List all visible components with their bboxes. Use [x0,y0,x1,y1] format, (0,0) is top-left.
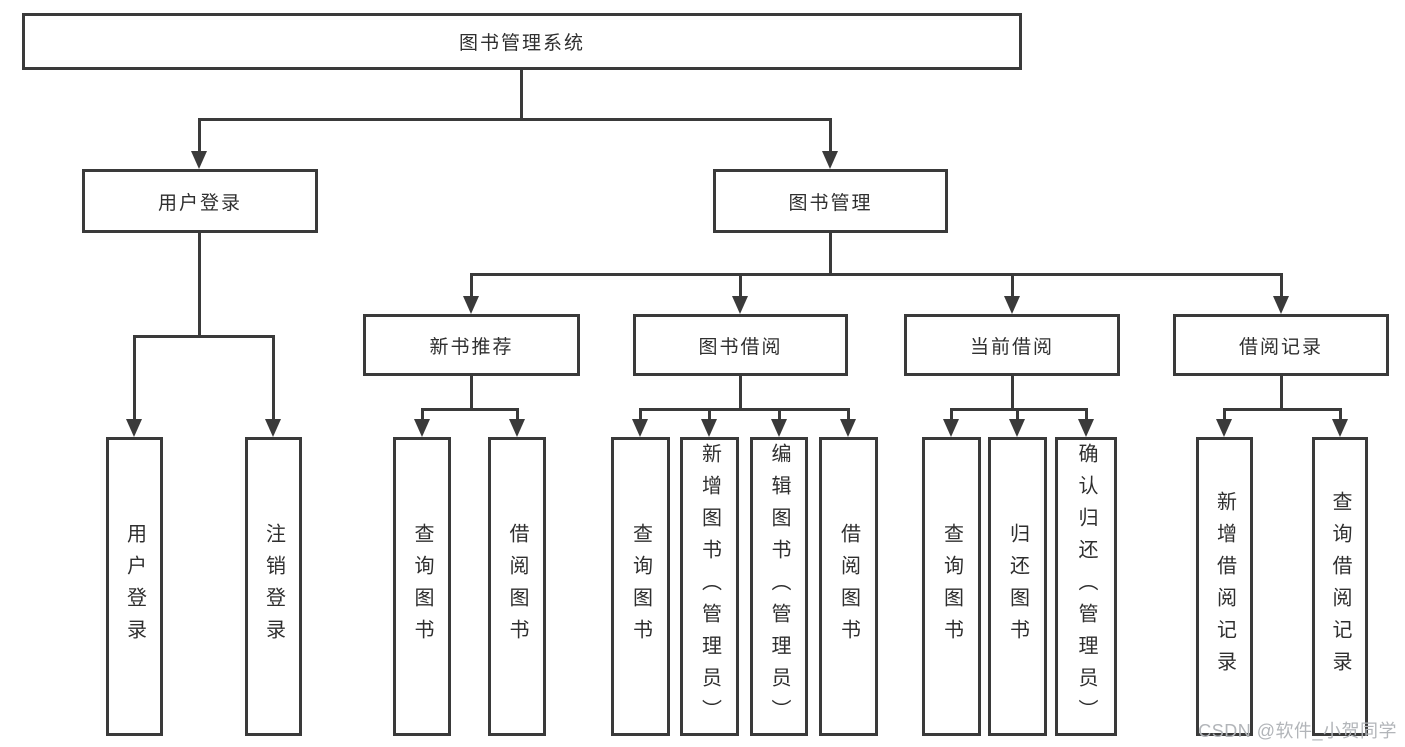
leaf-borrow-books: 借阅图书 [488,437,546,736]
connector-line [708,408,711,421]
arrow-down-icon [1216,419,1232,437]
node-book-borrowing: 图书借阅 [633,314,848,376]
connector-line [421,408,424,421]
node-current-borrowing-label: 当前借阅 [969,336,1054,358]
leaf-label: 归还图书 [1006,522,1029,651]
leaf-label: 注销登录 [262,522,285,651]
watermark: CSDN @软件_小贺同学 [1198,721,1397,741]
leaf-query-borrow-record: 查询借阅记录 [1312,437,1368,736]
node-user-login: 用户登录 [82,169,318,233]
node-book-borrowing-label: 图书借阅 [698,336,783,358]
node-current-borrowing: 当前借阅 [904,314,1120,376]
arrow-down-icon [840,419,856,437]
connector-line [198,118,201,153]
node-borrowing-records-label: 借阅记录 [1238,336,1323,358]
node-system-root-label: 图书管理系统 [458,33,585,54]
connector-line [470,376,473,411]
arrow-down-icon [1078,419,1094,437]
leaf-confirm-return-admin: 确认归还（管理员） [1055,437,1117,736]
node-user-login-label: 用户登录 [157,192,242,214]
connector-line [470,273,1283,276]
arrow-down-icon [701,419,717,437]
connector-line [272,335,275,421]
leaf-label: 查询借阅记录 [1329,490,1351,683]
leaf-label: 用户登录 [123,522,146,651]
connector-line [829,118,832,153]
connector-line [1280,376,1283,411]
arrow-down-icon [632,419,648,437]
connector-line [520,68,523,121]
arrow-down-icon [265,419,281,437]
arrow-down-icon [943,419,959,437]
leaf-add-book-admin: 新增图书（管理员） [680,437,739,736]
leaf-label: 编辑图书（管理员） [768,442,790,731]
leaf-label: 查询图书 [411,522,433,651]
connector-line [1280,273,1283,300]
arrow-down-icon [822,151,838,169]
leaf-label: 新增图书（管理员） [698,442,721,731]
leaf-user-login: 用户登录 [106,437,163,736]
connector-line [1016,408,1019,421]
node-system-root: 图书管理系统 [22,13,1022,70]
node-borrowing-records: 借阅记录 [1173,314,1389,376]
connector-line [1085,408,1088,421]
arrow-down-icon [771,419,787,437]
connector-line [1223,408,1341,411]
arrow-down-icon [732,296,748,314]
connector-line [950,408,953,421]
connector-line [421,408,519,411]
leaf-return-books: 归还图书 [988,437,1047,736]
node-book-management: 图书管理 [713,169,948,233]
leaf-logout: 注销登录 [245,437,302,736]
connector-line [739,273,742,300]
leaf-label: 确认归还（管理员） [1075,442,1097,731]
arrow-down-icon [191,151,207,169]
node-new-book-recommend: 新书推荐 [363,314,580,376]
arrow-down-icon [1332,419,1348,437]
connector-line [1223,408,1226,421]
leaf-edit-book-admin: 编辑图书（管理员） [750,437,808,736]
leaf-label: 查询图书 [629,522,652,651]
connector-line [198,118,832,121]
leaf-query-books: 查询图书 [922,437,981,736]
arrow-down-icon [1004,296,1020,314]
connector-line [1011,273,1014,300]
connector-line [739,376,742,411]
connector-line [133,335,136,421]
node-new-book-recommend-label: 新书推荐 [429,336,514,358]
leaf-label: 查询图书 [940,522,963,651]
arrow-down-icon [463,296,479,314]
leaf-borrow-books: 借阅图书 [819,437,878,736]
leaf-label: 新增借阅记录 [1213,490,1236,683]
leaf-add-borrow-record: 新增借阅记录 [1196,437,1253,736]
connector-line [1011,376,1014,411]
leaf-query-books: 查询图书 [393,437,451,736]
leaf-label: 借阅图书 [506,522,528,651]
leaf-query-books: 查询图书 [611,437,670,736]
connector-line [639,408,850,411]
leaf-label: 借阅图书 [837,522,860,651]
connector-line [639,408,642,421]
arrow-down-icon [509,419,525,437]
arrow-down-icon [126,419,142,437]
arrow-down-icon [1273,296,1289,314]
arrow-down-icon [1009,419,1025,437]
connector-line [198,233,201,338]
connector-line [847,408,850,421]
connector-line [470,273,473,300]
connector-line [516,408,519,421]
node-book-management-label: 图书管理 [788,192,873,214]
connector-line [829,233,832,276]
connector-line [133,335,275,338]
connector-line [778,408,781,421]
arrow-down-icon [414,419,430,437]
connector-line [1339,408,1342,421]
